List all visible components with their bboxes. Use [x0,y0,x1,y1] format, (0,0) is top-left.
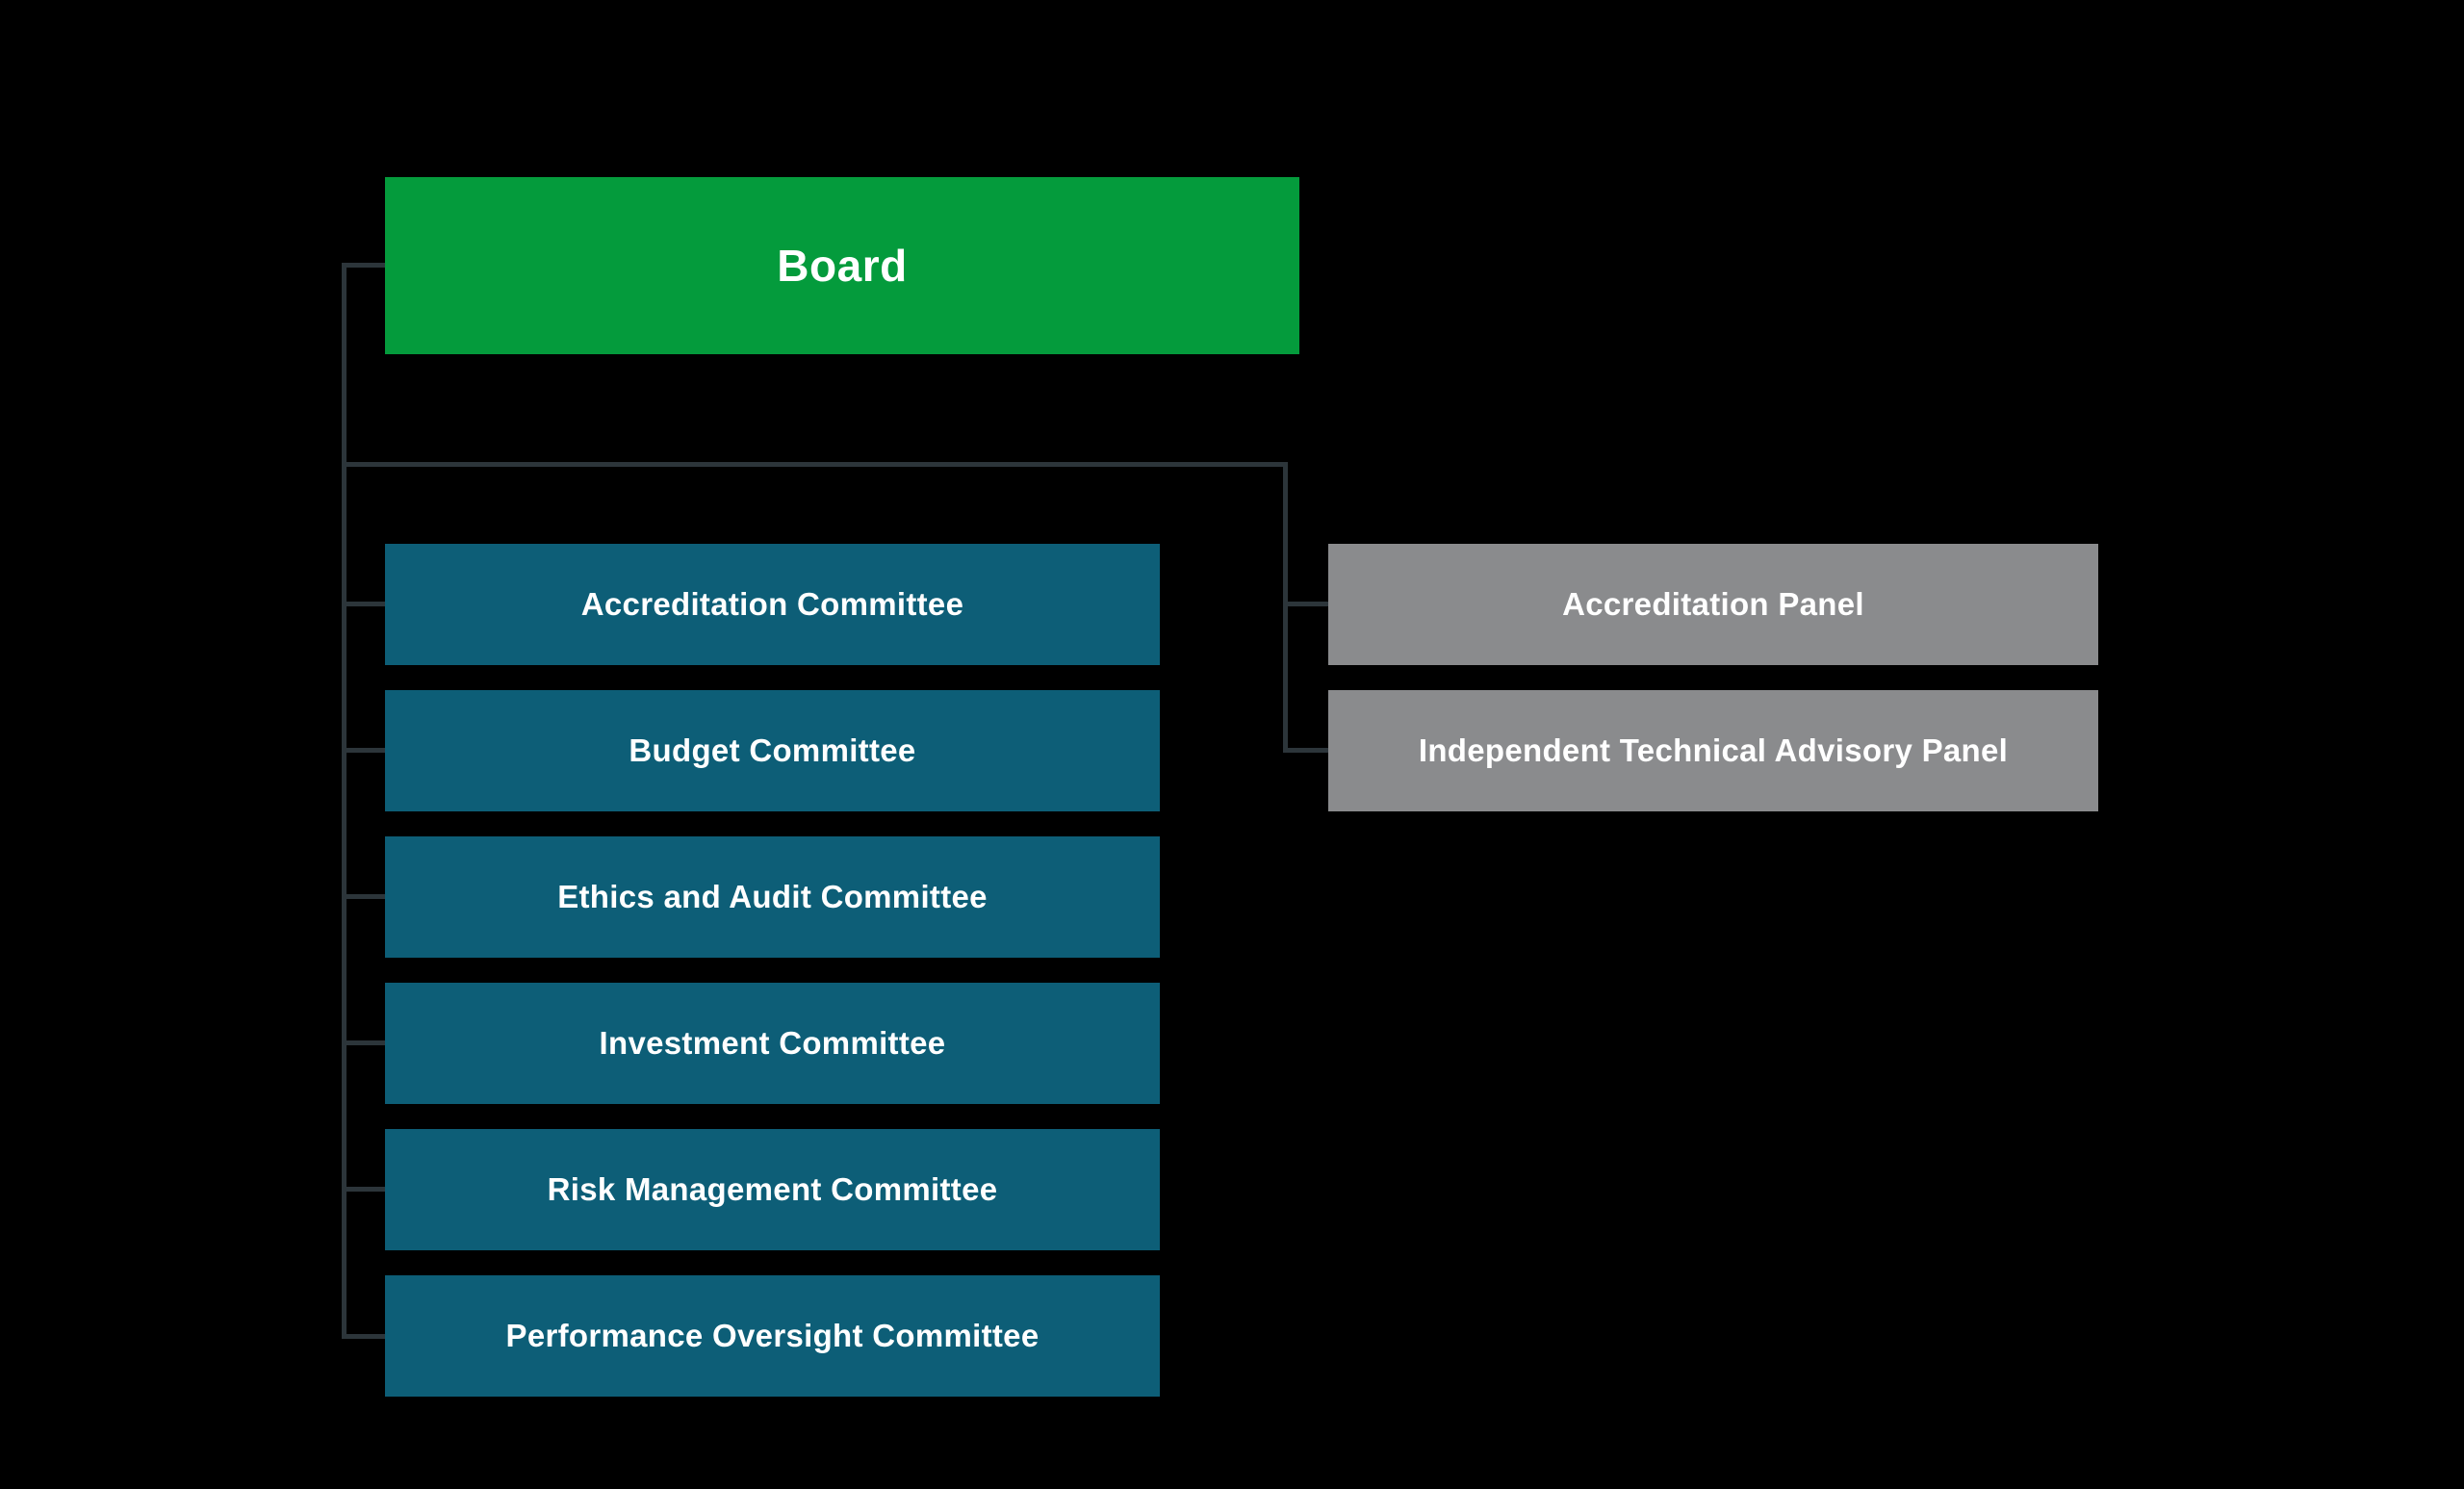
org-node-label: Budget Committee [629,732,916,768]
org-node-independent-technical-advisory-panel: Independent Technical Advisory Panel [1328,690,2098,811]
org-node-accreditation-panel: Accreditation Panel [1328,544,2098,665]
connector-stub-risk-management-committee [342,1187,385,1192]
connector-trunk-right [1283,462,1288,753]
connector-stub-accreditation-panel [1283,602,1328,606]
org-node-board: Board [385,177,1299,354]
connector-stub-ethics-audit-committee [342,894,385,899]
org-node-label: Investment Committee [599,1025,946,1061]
connector-branch-horizontal [342,462,1288,467]
connector-stub-investment-committee [342,1040,385,1045]
connector-stub-performance-oversight-committee [342,1334,385,1339]
connector-stub-independent-technical-advisory-panel [1283,748,1328,753]
org-node-accreditation-committee: Accreditation Committee [385,544,1160,665]
connector-trunk-left [342,263,346,1339]
connector-stub-budget-committee [342,748,385,753]
org-node-label: Performance Oversight Committee [505,1318,1040,1353]
connector-stub-accreditation-committee [342,602,385,606]
org-node-label: Ethics and Audit Committee [557,879,988,914]
org-node-investment-committee: Investment Committee [385,983,1160,1104]
org-node-risk-management-committee: Risk Management Committee [385,1129,1160,1250]
connector-stub-board [342,263,385,268]
org-node-label: Independent Technical Advisory Panel [1418,732,2009,768]
org-node-label: Accreditation Panel [1562,586,1864,622]
org-node-label: Accreditation Committee [580,586,964,622]
org-node-board-label: Board [777,241,908,291]
org-node-ethics-audit-committee: Ethics and Audit Committee [385,836,1160,958]
org-node-label: Risk Management Committee [547,1171,998,1207]
org-node-performance-oversight-committee: Performance Oversight Committee [385,1275,1160,1397]
org-node-budget-committee: Budget Committee [385,690,1160,811]
